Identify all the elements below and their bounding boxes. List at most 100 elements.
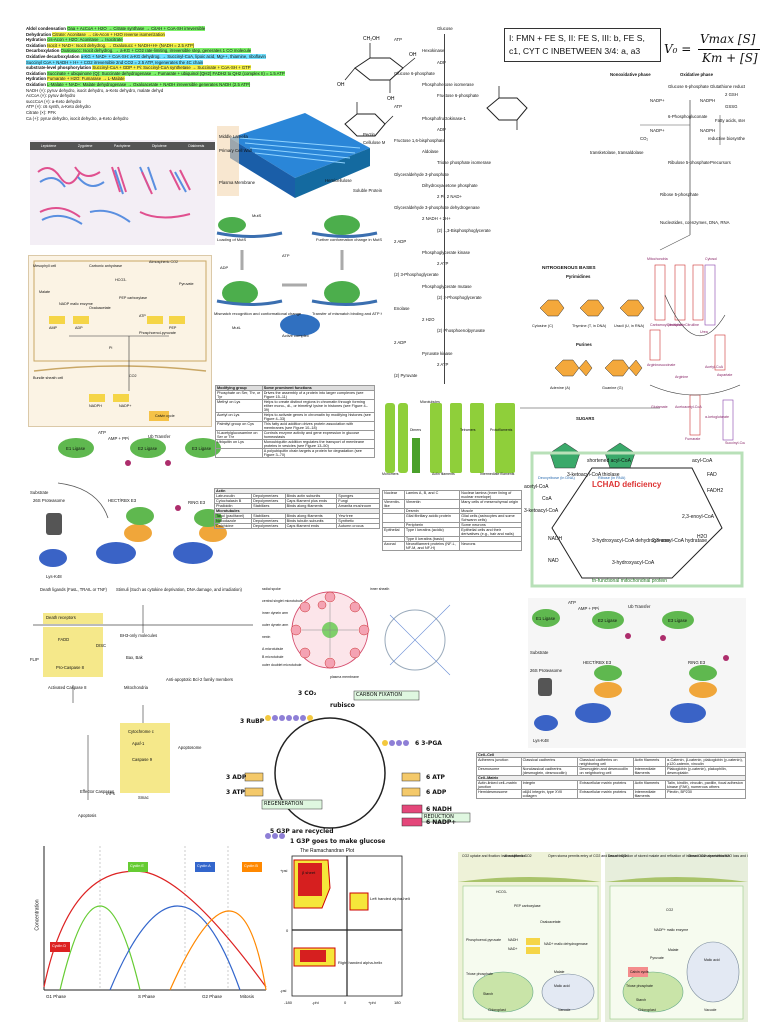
ptm-cell: A polyubiquitin chain targets a protein … xyxy=(261,448,375,458)
ub-right-label-4: E2 Ligase xyxy=(598,618,618,623)
meiosis-stage-label: Pachytene xyxy=(113,144,131,148)
c4-label-10: Phosphoenol-pyruvate xyxy=(139,331,176,335)
if-cell: Epithelial cells and their derivatives (… xyxy=(459,527,522,537)
glycolysis-step: (2) 2-Phosphoglycerate xyxy=(437,294,482,300)
cam-label-1: Atmospheric CO2 xyxy=(504,854,532,858)
cam-label-15: Vacuole xyxy=(558,1008,571,1012)
cam-label-17: Closed stoma prevents H2O loss and CO2 u… xyxy=(688,854,748,858)
apoptosis-label-10: Anti-apoptotic Bcl-2 family members xyxy=(166,677,234,682)
krebs-line-text: L-Malate + NAD+: Malate dehydrogenase → … xyxy=(47,81,251,87)
ub-right-label-5: E3 Ligase xyxy=(668,618,688,623)
glycolysis-step: Hexokinase xyxy=(422,48,445,54)
rama-label-9: 0 xyxy=(286,928,289,933)
rama-label-2: Right handed alpha-helix xyxy=(338,960,383,965)
cam-label-20: Malic acid xyxy=(704,958,720,962)
krebs-line: Hydration cis-Acon + H2O: Aconitase → Is… xyxy=(26,37,331,43)
cam-label-24: Triose phosphate xyxy=(626,984,653,988)
beta-ox-label-13: 3-hydroxyacyl-CoA dehydrogenase xyxy=(592,538,670,544)
rama-label-7: 180 xyxy=(394,1000,401,1005)
apoptosis-label-14: Apoptosome xyxy=(178,745,202,750)
ppp-nonoxidative: Nonoxidative phase xyxy=(610,72,651,77)
cam-label-13: Malic acid xyxy=(554,984,570,988)
ub-left-label-1: ATP xyxy=(98,430,107,435)
ub-left-label-5: E3 Ligase xyxy=(192,446,212,451)
urea-label-1: Cytosol xyxy=(705,257,717,261)
cam-label-25: Starch xyxy=(636,998,647,1002)
cc-phase-label-1: S Phase xyxy=(138,994,156,999)
ub-right-label-2: AMP + PPi xyxy=(578,606,599,611)
calvin-label-4: 3 ADP xyxy=(226,774,247,781)
krebs-line-text: Succinyl CoA + NADH + H+ + CO2 irreversi… xyxy=(26,59,204,65)
calvin-label-8: 6 NADH xyxy=(426,806,452,813)
ub-left-label-2: AMP + PPi xyxy=(108,436,129,441)
krebs-line-text: Ca (+): pyruv dehydro, isocit dehydro, a… xyxy=(26,115,129,121)
nucleo-pyr: Pyrimidines xyxy=(566,274,591,279)
cell-wall-label-0: Middle Lamella xyxy=(219,134,248,139)
cc-cyclin-label-0: Cyclin D xyxy=(52,944,67,948)
cilium-label-8: inner sheath xyxy=(370,587,390,591)
if-header-cell: Lamins A, B, and C xyxy=(403,490,461,500)
urea-label-11: Succinyl-CoA xyxy=(725,441,745,445)
mismatch-drawing xyxy=(216,215,378,336)
krebs-line: NADH (×): pyruv dehydro, isocit dehydro,… xyxy=(26,88,331,94)
krebs-line: Citrate (×): PFK xyxy=(26,110,331,116)
filament-label-1: Actin filaments xyxy=(432,472,455,476)
rama-plot xyxy=(291,855,403,997)
beta-ox-label-2: acetyl-CoA xyxy=(524,484,549,490)
ptm-cell: Controls enzyme activity and gene expres… xyxy=(261,430,375,440)
if-header-cell: Nuclear xyxy=(382,490,405,500)
if-cell: Vimentin-like xyxy=(382,499,405,509)
calvin-label-0: 3 CO₂ xyxy=(298,690,317,697)
ppp-item-6: CO₂ xyxy=(640,136,649,141)
mm-fraction-bar xyxy=(698,49,760,50)
ptm-cell: N-acetylglucosamine on Ser or Thr xyxy=(215,430,263,440)
nucleo-base-0: Cytosine (C) xyxy=(532,324,554,328)
krebs-line-label: Decarboxylation xyxy=(26,48,61,54)
rama-label-1: Left handed alpha-helix xyxy=(370,896,410,901)
cyclin-b-tag xyxy=(242,862,262,872)
ppp-item-14: Ribose 5-phosphate xyxy=(660,192,699,197)
cam-label-9: Phosphoenol-pyruvate xyxy=(466,938,502,942)
ub-left-label-6: Substrate xyxy=(30,490,49,495)
urea-label-2: Carbamoyl phosphate xyxy=(650,323,686,327)
rama-title: The Ramachandran Plot xyxy=(300,848,355,854)
glycolysis-step: Phosphohexose isomerase xyxy=(422,82,474,87)
cam-label-22: Calvin cycle xyxy=(630,970,649,974)
glycolysis-step: 2 Pi, 2 NAD+ xyxy=(437,194,462,199)
cam-label-21: CO2 xyxy=(666,908,674,912)
mismatch-label-3: ATP xyxy=(282,253,290,258)
if-header-cell: Nuclear lamina (inner lining of nuclear … xyxy=(459,490,522,500)
nucleotides-drawing xyxy=(520,299,660,469)
krebs-line-text: Citrate: Aconitase → cis-Acon + H2O reve… xyxy=(52,31,165,37)
calvin-label-6: 6 ATP xyxy=(426,774,445,781)
nucleo-base-3: Adenine (A) xyxy=(550,386,571,390)
filament-drawing xyxy=(385,403,515,473)
mismatch-label-5: Mismatch recognition and conformational … xyxy=(214,311,302,316)
mm-numerator: Vmax [S] xyxy=(700,32,756,46)
krebs-line: Decarboxylation Oxalosucc: Isocit dehydr… xyxy=(26,48,331,54)
cc-phase-label-2: G2 Phase xyxy=(202,994,223,999)
nucleo-base-2: Uracil (U, in RNA) xyxy=(614,324,645,328)
junction-cell: Intermediate filaments xyxy=(632,789,667,799)
ptm-cell: Acetyl on Lys xyxy=(215,412,263,422)
krebs-line-label: Aldol condensation xyxy=(26,26,68,31)
urea-label-0: Mitochondria xyxy=(647,257,668,261)
c4-label-14: ATP xyxy=(139,314,146,318)
ptm-cell: Helps to create distinct regions in chro… xyxy=(261,399,375,413)
sugar-ring-structure-2 xyxy=(344,102,394,137)
drug-cell: Caps filament ends xyxy=(284,523,338,529)
cam-label-4: PEP carboxylase xyxy=(514,904,541,908)
cilium-label-5: A microtubule xyxy=(262,647,284,651)
ptm-cell: Palmityl group on Cys xyxy=(215,421,263,431)
krebs-line: Hydration Fumarate + H2O: Fumarase → L-M… xyxy=(26,76,331,82)
nucleo-base-4: Guanine (G) xyxy=(602,386,623,390)
ptm-cell: Phosphate on Ser, Thr, or Tyr xyxy=(215,390,263,400)
apoptosis-label-19: Apoptosis xyxy=(78,813,97,818)
meiosis-stage-label: Diakinesis xyxy=(188,144,205,148)
rama-label-10: -psi xyxy=(280,988,287,993)
urea-label-4: Citrulline xyxy=(685,323,699,327)
